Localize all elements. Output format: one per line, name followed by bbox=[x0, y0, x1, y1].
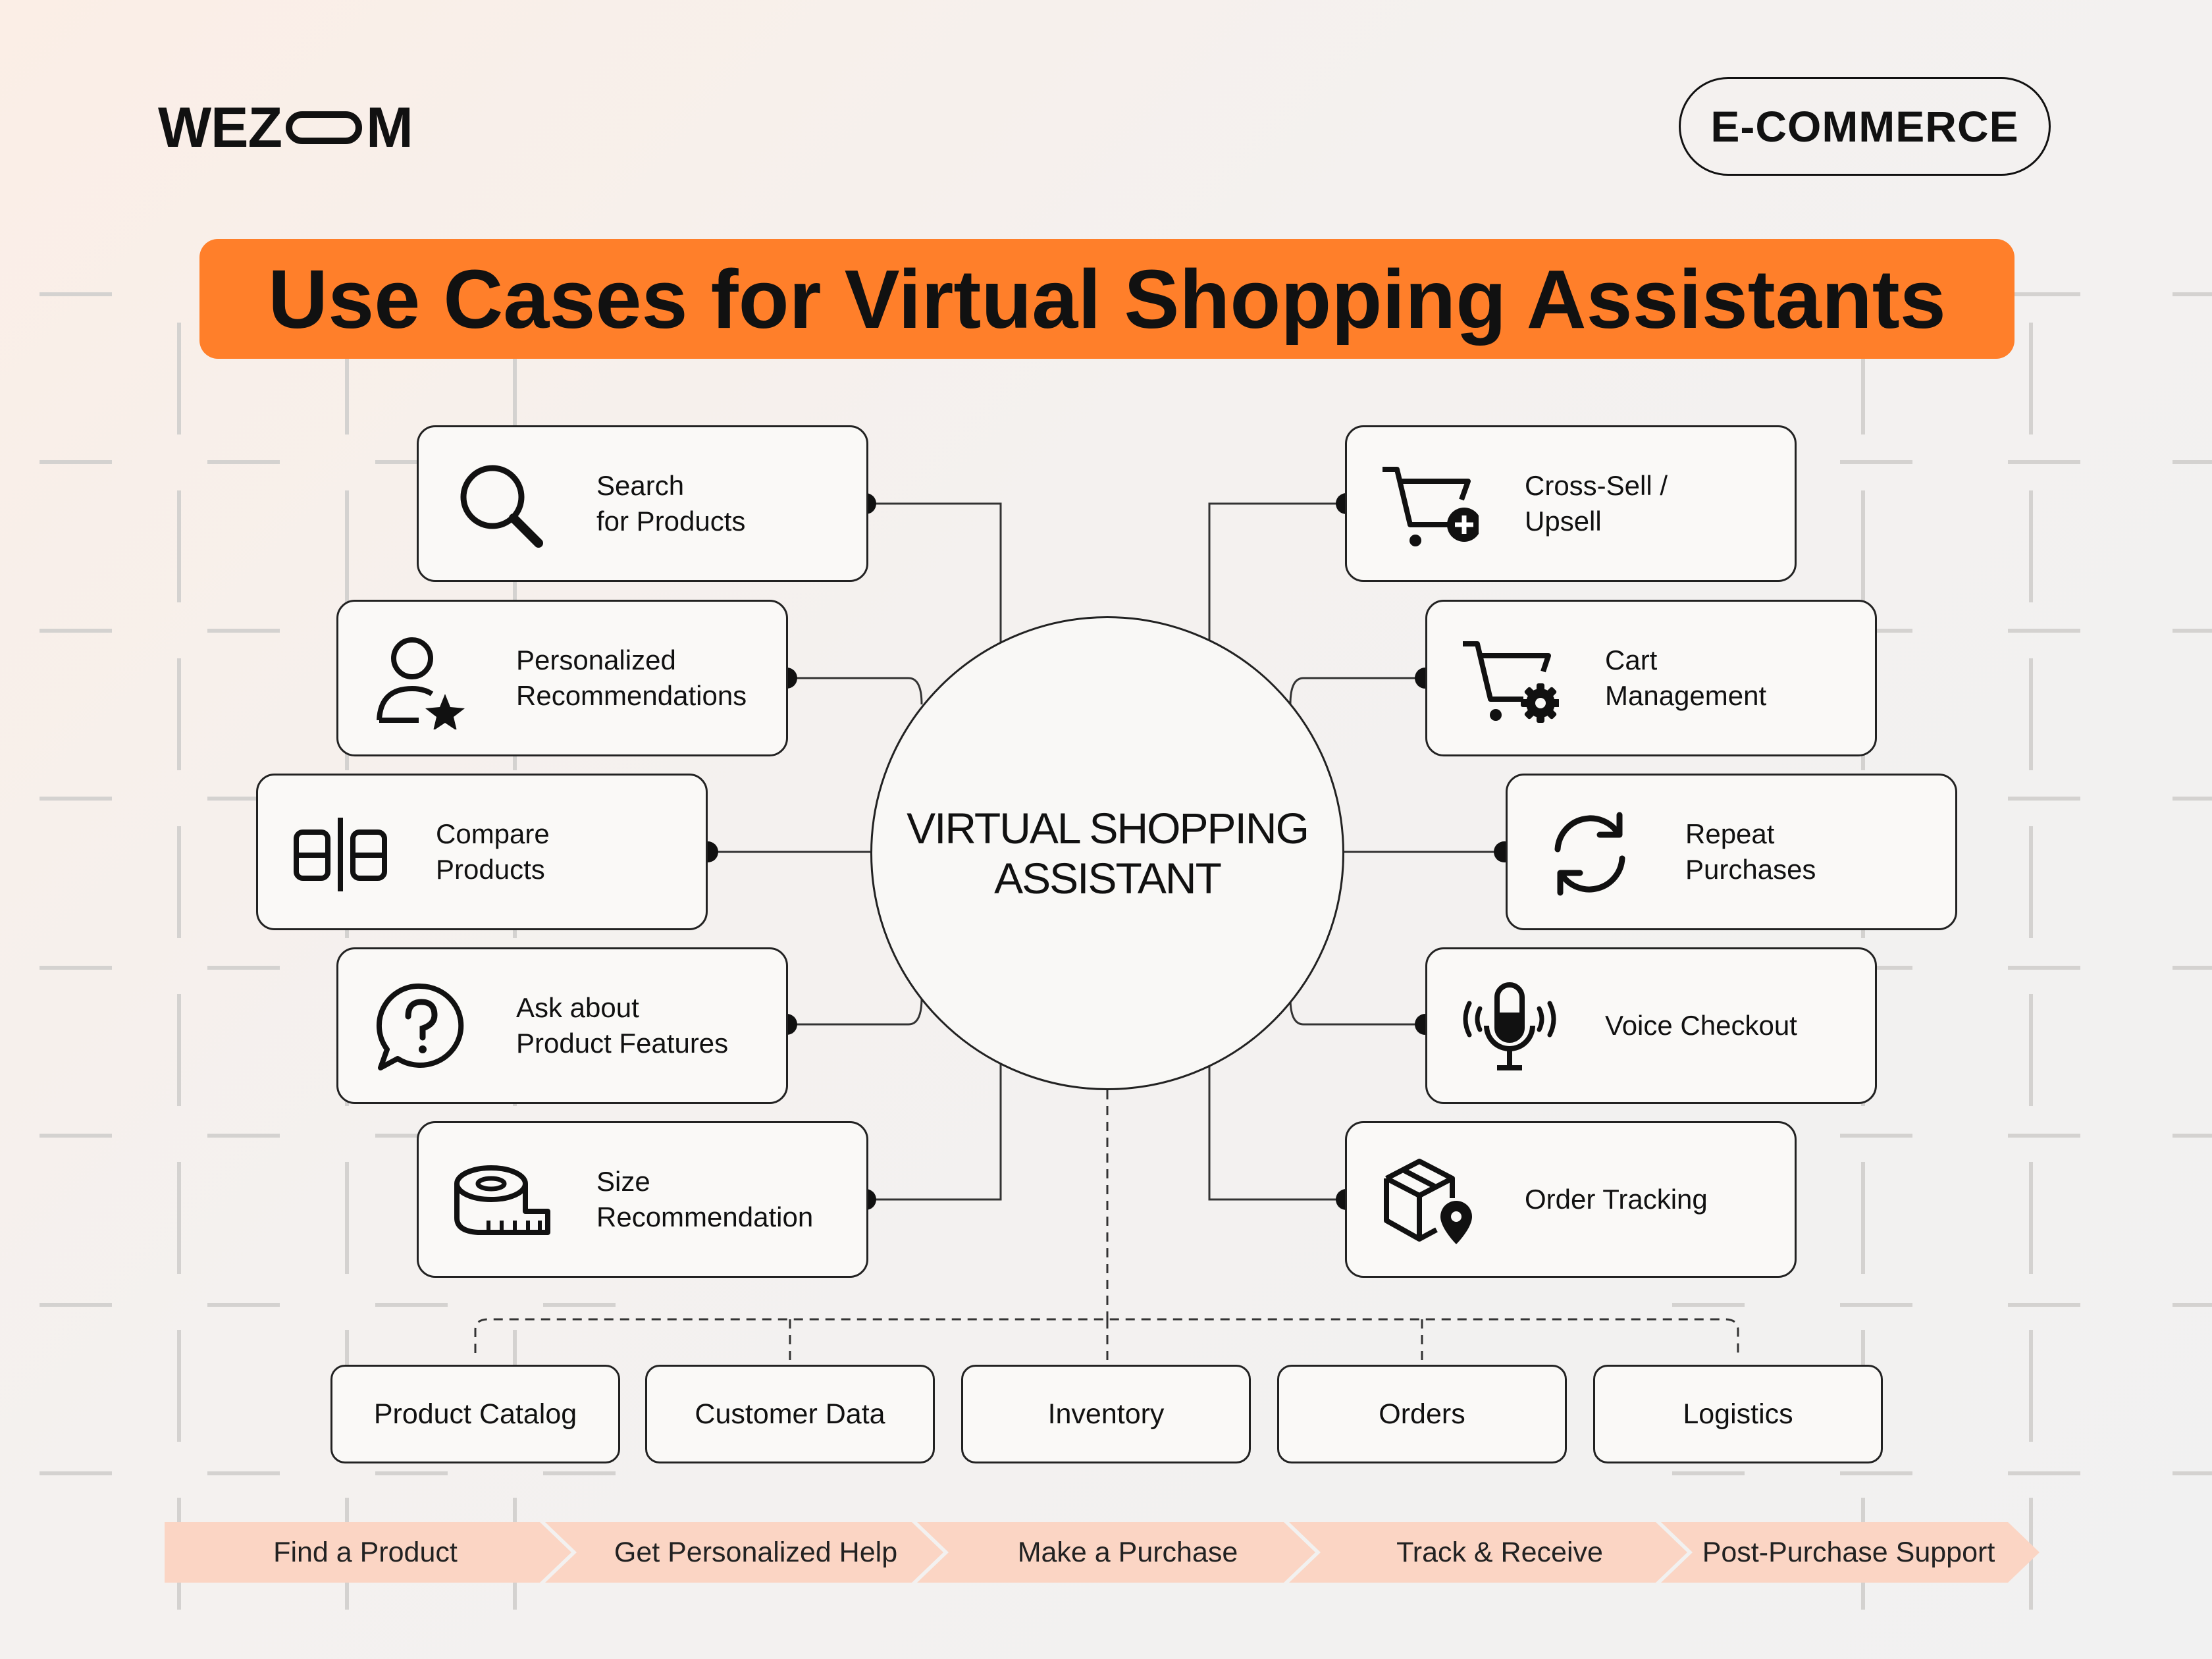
case-label: Cart Management bbox=[1605, 645, 1767, 711]
hub-circle: VIRTUAL SHOPPING ASSISTANT bbox=[870, 616, 1344, 1090]
case-card-voice: Voice Checkout bbox=[1425, 947, 1877, 1104]
case-card-compare: Compare Products bbox=[256, 774, 708, 930]
case-card-repeat: Repeat Purchases bbox=[1506, 774, 1957, 930]
case-card-search: Search for Products bbox=[417, 425, 868, 582]
connector-crosssell bbox=[1208, 502, 1346, 640]
journey-step-track: Track & Receive bbox=[1396, 1536, 1603, 1568]
connectors bbox=[708, 502, 1504, 1201]
case-card-size: Size Recommendation bbox=[417, 1121, 868, 1278]
data-source-product-catalog: Product Catalog bbox=[330, 1365, 620, 1463]
case-label: Order Tracking bbox=[1525, 1184, 1708, 1215]
journey-step-support: Post-Purchase Support bbox=[1702, 1536, 1995, 1568]
case-label: Personalized Recommendations bbox=[516, 645, 747, 711]
package-location-icon bbox=[1384, 1159, 1472, 1244]
category-tag: E-COMMERCE bbox=[1679, 77, 2051, 176]
data-source-inventory: Inventory bbox=[961, 1365, 1251, 1463]
case-card-tracking: Order Tracking bbox=[1345, 1121, 1797, 1278]
case-card-ask: Ask about Product Features bbox=[336, 947, 788, 1104]
page-title: Use Cases for Virtual Shopping Assistant… bbox=[199, 239, 2014, 359]
connector-search bbox=[866, 502, 1002, 645]
connector-cart bbox=[1289, 677, 1425, 705]
journey-step-find: Find a Product bbox=[273, 1536, 458, 1568]
case-label: Ask about Product Features bbox=[516, 992, 729, 1059]
cart-plus-icon bbox=[1382, 467, 1479, 546]
connector-personalized bbox=[787, 677, 923, 705]
case-label: Compare Products bbox=[436, 818, 550, 885]
connector-size bbox=[866, 1061, 1002, 1201]
journey-arrows bbox=[165, 1522, 2040, 1583]
case-label: Voice Checkout bbox=[1605, 1010, 1797, 1041]
microphone-icon bbox=[1463, 982, 1556, 1070]
case-card-crosssell: Cross-Sell / Upsell bbox=[1345, 425, 1797, 582]
case-card-personalized: Personalized Recommendations bbox=[336, 600, 788, 756]
refresh-icon bbox=[1554, 812, 1625, 896]
connector-tracking bbox=[1208, 1065, 1346, 1201]
hub-label: VIRTUAL SHOPPING ASSISTANT bbox=[907, 804, 1309, 903]
connector-ask bbox=[787, 997, 923, 1026]
cart-gear-icon bbox=[1463, 641, 1559, 723]
measuring-tape-icon bbox=[454, 1165, 550, 1235]
case-label: Size Recommendation bbox=[596, 1166, 814, 1232]
logo-o-shape bbox=[286, 111, 363, 145]
data-connectors bbox=[474, 1090, 1739, 1365]
case-label: Repeat Purchases bbox=[1685, 818, 1816, 885]
compare-icon bbox=[294, 818, 387, 891]
journey-step-help: Get Personalized Help bbox=[614, 1536, 898, 1568]
case-label: Search for Products bbox=[596, 470, 746, 537]
journey-step-purchase: Make a Purchase bbox=[1017, 1536, 1238, 1568]
data-source-logistics: Logistics bbox=[1593, 1365, 1883, 1463]
question-bubble-icon bbox=[376, 983, 464, 1070]
case-label: Cross-Sell / Upsell bbox=[1525, 470, 1668, 537]
user-star-icon bbox=[377, 637, 465, 729]
data-source-customer-data: Customer Data bbox=[645, 1365, 935, 1463]
search-icon bbox=[460, 465, 543, 548]
connector-voice bbox=[1289, 997, 1425, 1026]
case-card-cart: Cart Management bbox=[1425, 600, 1877, 756]
data-source-orders: Orders bbox=[1277, 1365, 1567, 1463]
